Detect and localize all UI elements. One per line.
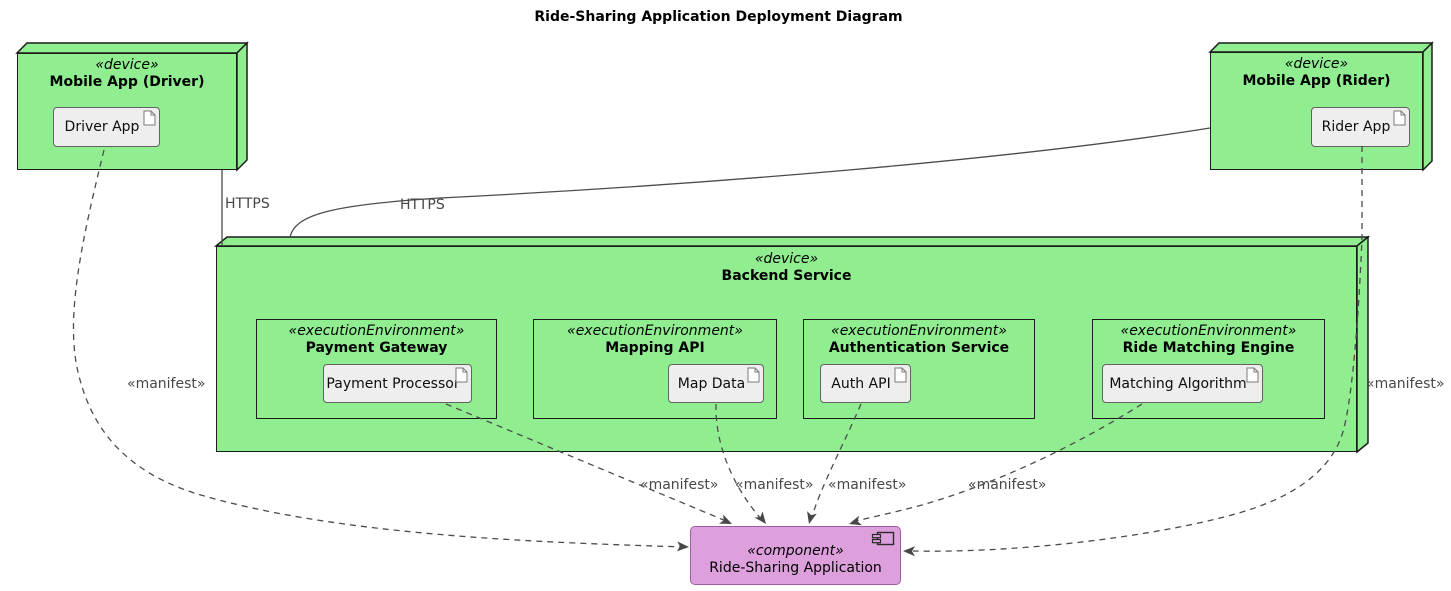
arrowhead [903, 546, 916, 557]
driver-node-name: Mobile App (Driver) [49, 74, 205, 90]
artifact-icon [894, 367, 907, 383]
driver-node-3d-side [236, 41, 248, 172]
https-label-driver: HTTPS [225, 196, 270, 212]
manifest-label: «manifest» [735, 477, 814, 493]
driver-node-3d-top [15, 42, 249, 54]
backend-node-name: Backend Service [721, 268, 852, 284]
backend-node-3d-side [1356, 235, 1369, 454]
artifact-auth-api: Auth API [820, 364, 911, 403]
arrowhead [754, 511, 766, 524]
payment-env-name: Payment Gateway [305, 340, 448, 356]
component-stereotype: «component» [747, 543, 844, 559]
auth-artifact-label: Auth API [831, 375, 891, 392]
arrowhead [676, 541, 689, 552]
https-label-rider: HTTPS [400, 197, 445, 213]
matching-stereotype: «executionEnvironment» [1120, 323, 1297, 339]
rider-node-3d-top [1208, 42, 1434, 53]
artifact-payment-processor: Payment Processor [323, 364, 472, 403]
artifact-icon [747, 367, 760, 383]
payment-stereotype: «executionEnvironment» [288, 323, 465, 339]
artifact-matching-algorithm: Matching Algorithm [1102, 364, 1263, 403]
payment-artifact-label: Payment Processor [326, 375, 460, 392]
rider-node-name: Mobile App (Rider) [1242, 73, 1391, 89]
artifact-driver-app: Driver App [53, 107, 160, 147]
component-name: Ride-Sharing Application [709, 560, 882, 576]
matching-artifact-label: Matching Algorithm [1109, 375, 1247, 392]
mapping-env-name: Mapping API [605, 340, 705, 356]
manifest-label: «manifest» [828, 477, 907, 493]
rider-artifact-label: Rider App [1321, 119, 1391, 135]
manifest-label: «manifest» [968, 477, 1047, 493]
manifest-label: «manifest» [640, 477, 719, 493]
mapping-stereotype: «executionEnvironment» [567, 323, 743, 339]
auth-stereotype: «executionEnvironment» [831, 323, 1007, 339]
artifact-rider-app: Rider App [1311, 107, 1410, 147]
component-icon [871, 531, 895, 546]
artifact-icon [143, 110, 156, 126]
artifact-icon [455, 367, 468, 383]
manifest-label: «manifest» [127, 376, 206, 392]
component-ride-sharing-application: «component» Ride-Sharing Application [690, 526, 901, 585]
rider-node-3d-side [1422, 41, 1433, 172]
driver-stereotype: «device» [95, 57, 159, 73]
arrowhead [807, 511, 817, 524]
edge-rider-backend-https [289, 127, 1211, 238]
backend-node-3d-top [213, 236, 1371, 247]
rider-stereotype: «device» [1284, 56, 1349, 72]
diagram-title: Ride-Sharing Application Deployment Diag… [534, 9, 903, 25]
artifact-icon [1246, 367, 1259, 383]
driver-artifact-label: Driver App [64, 119, 140, 135]
artifact-icon [1393, 110, 1406, 126]
auth-env-name: Authentication Service [828, 340, 1010, 356]
mapping-artifact-label: Map Data [677, 375, 746, 392]
manifest-label: «manifest» [1366, 376, 1445, 392]
matching-env-name: Ride Matching Engine [1122, 340, 1295, 356]
artifact-map-data: Map Data [668, 364, 764, 403]
backend-stereotype: «device» [754, 251, 819, 267]
